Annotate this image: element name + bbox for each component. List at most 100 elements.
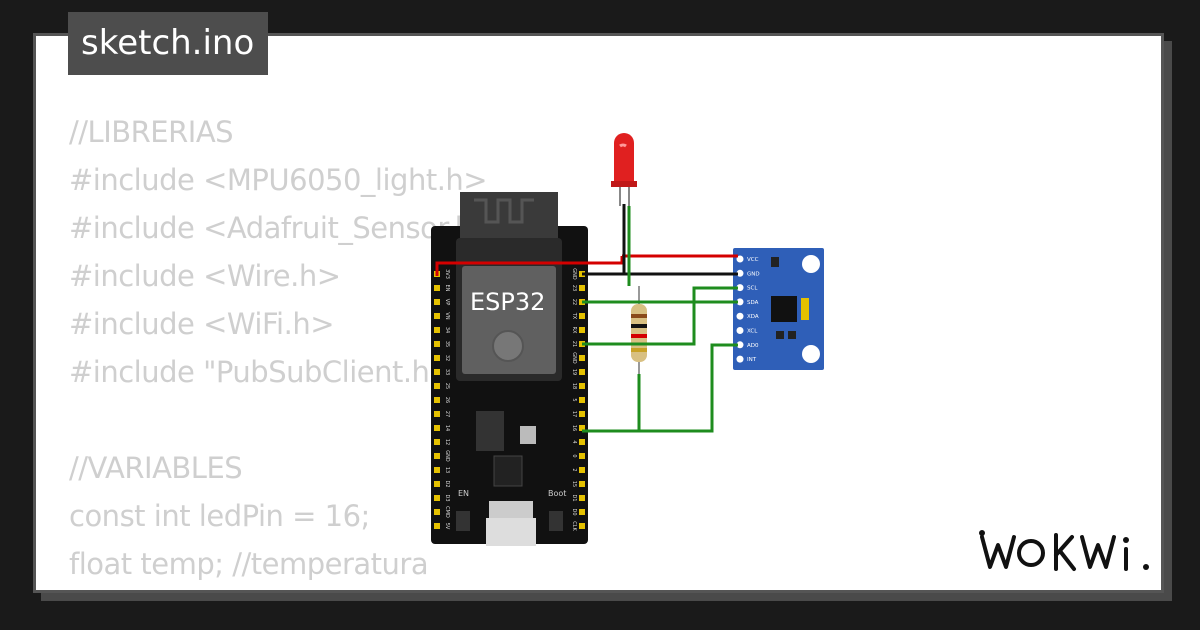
- pin-label: 3V3: [444, 269, 450, 279]
- led: [611, 133, 637, 206]
- pin: [434, 355, 440, 361]
- pin: [434, 397, 440, 403]
- circuit-diagram: ESP32 EN Boot 3V3ENVPVN34353233252627141…: [431, 133, 824, 546]
- pin: [434, 523, 440, 529]
- file-tab[interactable]: sketch.ino: [68, 12, 269, 75]
- sensor-pin: [736, 312, 744, 320]
- pin: [579, 523, 585, 529]
- code-line: float temp; //temperatura: [69, 547, 429, 581]
- button-label-en: EN: [458, 489, 469, 498]
- pin-label: 17: [571, 411, 577, 417]
- code-line: #include <WiFi.h>: [69, 307, 335, 341]
- sensor-pin-label: XCL: [747, 329, 758, 335]
- pin-label: GND: [444, 450, 450, 462]
- pin: [434, 369, 440, 375]
- sensor-pin-label: VCC: [747, 257, 759, 263]
- pin-label: 18: [571, 383, 577, 389]
- esp32-board: ESP32 EN Boot 3V3ENVPVN34353233252627141…: [431, 192, 588, 546]
- pin-label: 19: [571, 369, 577, 375]
- pin: [579, 411, 585, 417]
- pin-label: RX: [571, 327, 577, 334]
- pin-label: 13: [444, 467, 450, 473]
- sensor-pin: [736, 255, 744, 263]
- pin-label: 16: [571, 425, 577, 431]
- pin-label: 27: [444, 411, 450, 417]
- pin: [579, 495, 585, 501]
- pin: [434, 439, 440, 445]
- sensor-pin: [736, 341, 744, 349]
- pin: [434, 467, 440, 473]
- resistor: [631, 286, 647, 374]
- pin: [579, 285, 585, 291]
- pin: [434, 509, 440, 515]
- pin-label: 34: [444, 327, 450, 333]
- pin-label: 12: [444, 439, 450, 445]
- pin: [579, 453, 585, 459]
- sensor-pin-label: XDA: [747, 314, 759, 320]
- pin-label: 5V: [444, 523, 450, 530]
- pin-label: EN: [444, 285, 450, 292]
- pin: [579, 481, 585, 487]
- pin: [579, 439, 585, 445]
- pin: [579, 397, 585, 403]
- sensor-pin: [736, 269, 744, 277]
- pin: [434, 285, 440, 291]
- sensor-pin-label: SDA: [747, 300, 759, 306]
- pin-label: 22: [571, 299, 577, 305]
- pin-label: D2: [444, 480, 450, 487]
- code-line: const int ledPin = 16;: [69, 499, 370, 533]
- pin: [579, 467, 585, 473]
- code-line: float accx; //acelerometro eje X: [69, 588, 508, 590]
- pin-label: VN: [444, 312, 450, 319]
- pin-label: D0: [571, 508, 577, 515]
- pin: [579, 425, 585, 431]
- sensor-pin-label: INT: [747, 357, 757, 363]
- code-line: #include <Wire.h>: [69, 259, 341, 293]
- pin-label: TX: [571, 312, 577, 320]
- pin-label: GND: [571, 268, 577, 280]
- sensor-pin-label: AD0: [747, 343, 759, 349]
- pin-label: 32: [444, 355, 450, 361]
- preview-card[interactable]: //LIBRERIAS#include <MPU6050_light.h>#in…: [33, 33, 1164, 593]
- pin: [579, 509, 585, 515]
- pin-label: GND: [571, 352, 577, 364]
- pin-label: CLK: [571, 521, 577, 531]
- sensor-pin: [736, 284, 744, 292]
- sensor-pin-label: GND: [747, 271, 760, 277]
- code-line: //LIBRERIAS: [69, 115, 234, 149]
- pin-label: CMD: [444, 506, 450, 518]
- wires: [435, 204, 738, 433]
- pin-label: D1: [571, 494, 577, 501]
- pin-label: 33: [444, 369, 450, 375]
- sensor-pin-label: SCL: [747, 286, 758, 292]
- sensor-pin: [736, 355, 744, 363]
- pin: [434, 453, 440, 459]
- pin-label: 14: [444, 425, 450, 431]
- board-label: ESP32: [470, 288, 545, 316]
- button-label-boot: Boot: [548, 489, 566, 498]
- left-pin-header: 3V3ENVPVN343532332526271412GND13D2D3CMD5…: [434, 269, 450, 530]
- pin: [579, 313, 585, 319]
- pin: [434, 495, 440, 501]
- wokwi-logo: [979, 530, 1149, 571]
- pin-label: D3: [444, 494, 450, 501]
- pin-label: 2: [571, 468, 577, 471]
- code-line: //VARIABLES: [69, 451, 243, 485]
- pin: [434, 341, 440, 347]
- pin-label: 23: [571, 285, 577, 291]
- pin-label: 4: [571, 440, 577, 443]
- pin: [434, 481, 440, 487]
- pin-label: 26: [444, 397, 450, 403]
- pin: [579, 369, 585, 375]
- pin: [434, 299, 440, 305]
- pin-label: 15: [571, 481, 577, 487]
- pin: [579, 355, 585, 361]
- sensor-pin: [736, 298, 744, 306]
- pin: [434, 313, 440, 319]
- pin: [434, 383, 440, 389]
- pin-label: 35: [444, 341, 450, 347]
- code-line: #include "PubSubClient.h": [69, 355, 443, 389]
- pin: [434, 411, 440, 417]
